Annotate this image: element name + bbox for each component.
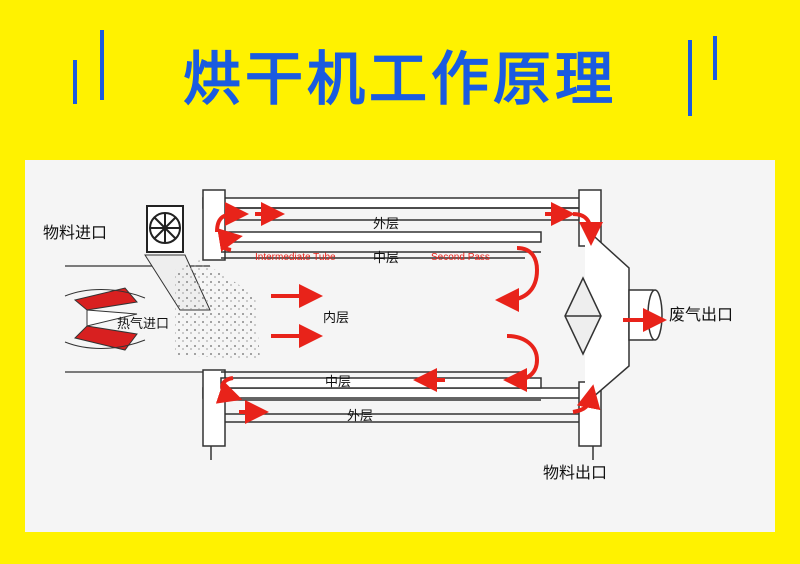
burner-icon — [64, 287, 146, 351]
label-material-inlet: 物料进口 — [43, 223, 107, 242]
dryer-diagram: 物料进口 热气进口 外层 中层 内层 中层 外层 废气出口 物料出口 Inter… — [43, 189, 733, 482]
label-hot-air-inlet: 热气进口 — [117, 316, 169, 332]
page-title: 烘干机工作原理 — [182, 45, 617, 113]
label-intermediate-tube: Intermediate Tube — [255, 252, 336, 263]
diagram-panel: 物料进口 热气进口 外层 中层 内层 中层 外层 废气出口 物料出口 Inter… — [25, 160, 775, 532]
label-exhaust-outlet: 废气出口 — [669, 305, 733, 324]
airflow-arrows — [215, 202, 667, 424]
label-middle-bottom: 中层 — [325, 375, 351, 390]
feeder-wheel — [146, 205, 184, 253]
title-decoration-left-2 — [100, 30, 104, 100]
title-banner: 烘干机工作原理 — [0, 0, 800, 150]
label-second-pass: Second Pass — [431, 252, 490, 263]
title-decoration-left-1 — [73, 60, 77, 104]
title-decoration-right-1 — [688, 40, 692, 116]
label-outer-top: 外层 — [373, 217, 399, 232]
label-outer-bottom: 外层 — [347, 409, 373, 424]
title-decoration-right-2 — [713, 36, 717, 80]
label-middle-top: 中层 — [373, 251, 399, 266]
exhaust-housing — [564, 227, 663, 405]
drum-shell — [202, 189, 602, 460]
material-particles — [175, 260, 260, 360]
label-material-outlet: 物料出口 — [543, 463, 607, 482]
label-inner: 内层 — [323, 310, 349, 326]
